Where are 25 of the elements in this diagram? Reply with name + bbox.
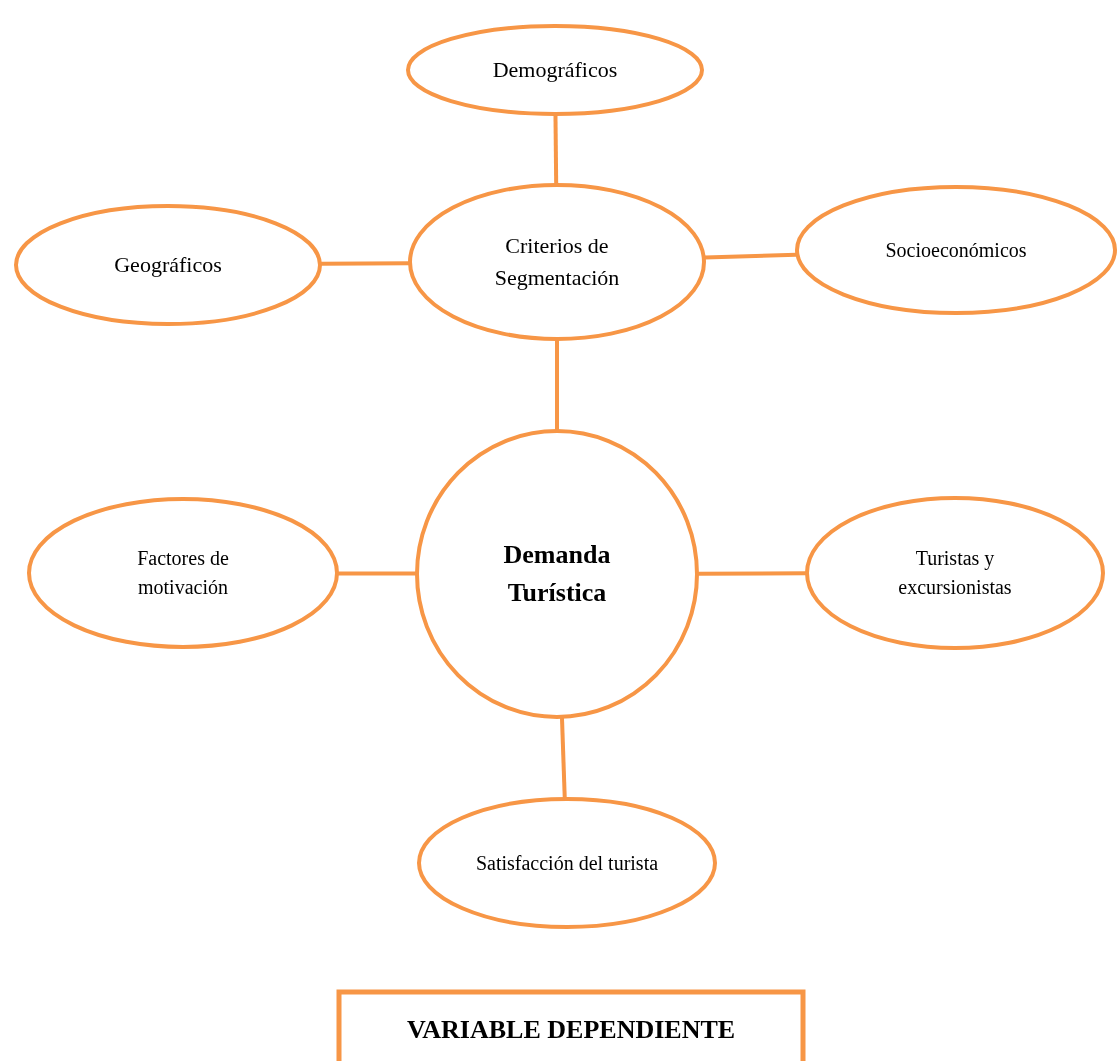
connector-line <box>560 717 567 799</box>
label-box <box>337 990 805 1061</box>
node-label: Socioeconómicos <box>885 237 1027 263</box>
ellipse-node <box>408 183 706 341</box>
ellipse-node <box>27 497 339 649</box>
ellipse-node <box>417 797 717 929</box>
node-label: Criterios de Segmentación <box>493 232 621 292</box>
connector-line <box>320 261 410 266</box>
ellipse-node <box>415 429 699 719</box>
node-label: Demográficos <box>492 56 618 85</box>
node-label: Demanda Turística <box>502 539 612 609</box>
node-label: Satisfacción del turista <box>475 850 659 876</box>
connector-line <box>555 340 559 430</box>
connector-line <box>553 114 559 185</box>
ellipse-node <box>406 24 704 116</box>
ellipse-node <box>805 496 1105 650</box>
ellipse-node <box>14 204 322 326</box>
node-label: VARIABLE DEPENDIENTE <box>406 1014 736 1047</box>
node-label: Factores de motivación <box>136 546 230 600</box>
connector-line <box>698 571 806 576</box>
node-label: Geográficos <box>114 251 222 280</box>
connector-line <box>338 571 416 576</box>
connector-line <box>704 252 797 260</box>
node-label: Turistas y excursionistas <box>897 546 1013 600</box>
ellipse-node <box>795 185 1117 315</box>
